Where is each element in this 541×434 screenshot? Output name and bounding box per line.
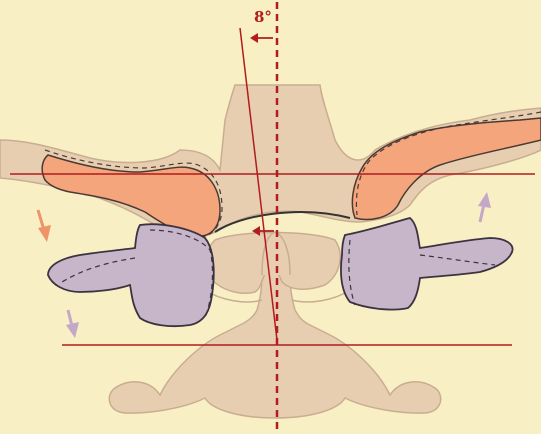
angle-label: 8°	[254, 8, 272, 26]
